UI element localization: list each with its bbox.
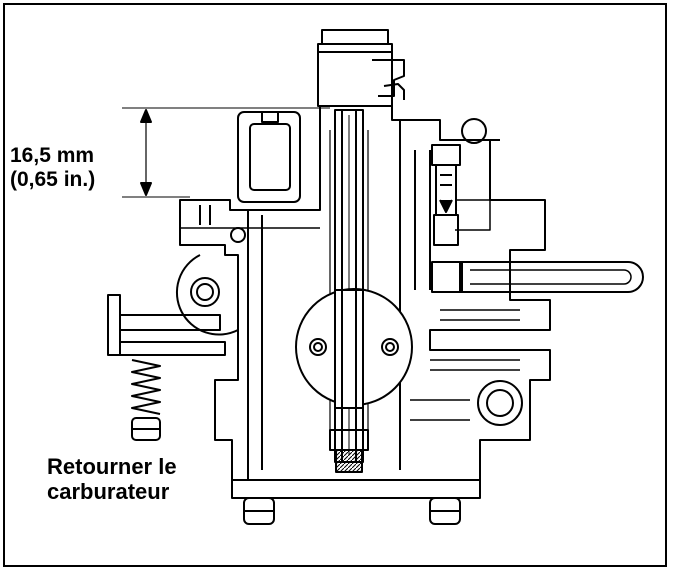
- needle-valve: [431, 118, 500, 246]
- instruction-label: Retourner le carburateur: [47, 454, 177, 504]
- left-boss: [175, 254, 239, 336]
- throttle-plate: [295, 288, 413, 409]
- dimension-imperial: (0,65 in.): [10, 167, 96, 191]
- dimension-marker: [122, 107, 330, 198]
- idle-screw: [107, 294, 226, 441]
- float-chamber: [230, 111, 301, 243]
- bottom-screws: [231, 479, 481, 525]
- dimension-metric: 16,5 mm: [10, 144, 95, 167]
- instruction-line-2: carburateur: [47, 478, 170, 504]
- right-boss: [477, 380, 523, 426]
- dimension-label: 16,5 mm (0,65 in.): [10, 144, 95, 191]
- top-tower: [317, 29, 405, 107]
- instruction-line-1: Retourner le: [47, 454, 177, 479]
- choke-lever: [431, 261, 644, 293]
- carburetor-body: [179, 105, 551, 481]
